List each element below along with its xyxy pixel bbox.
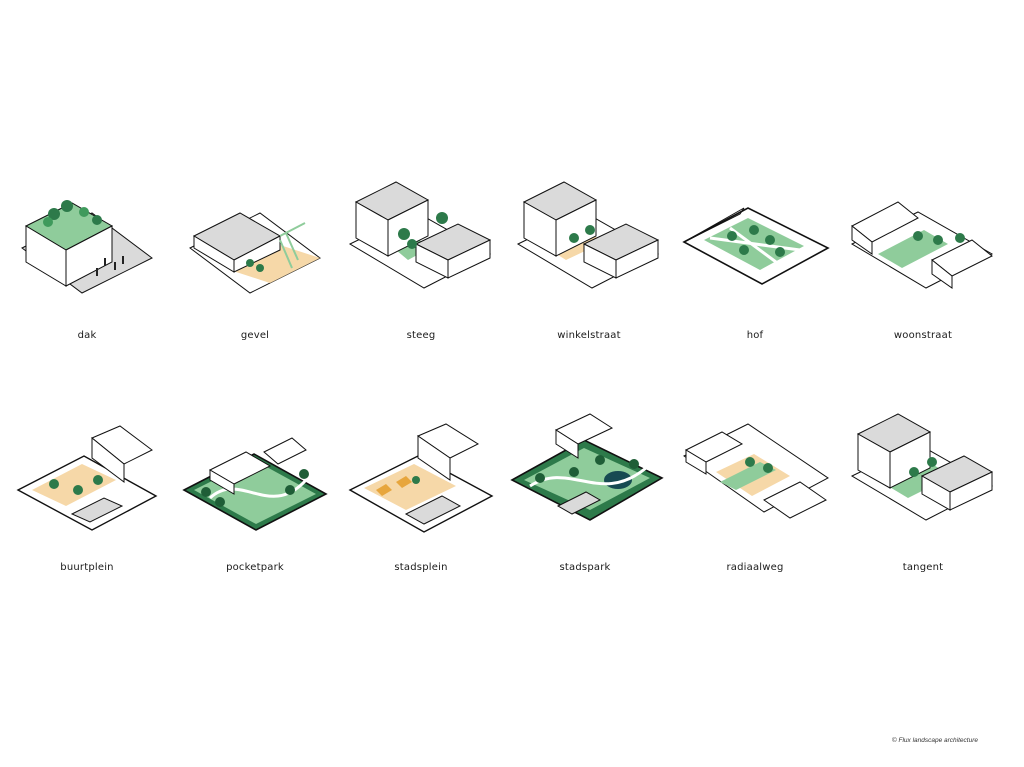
steeg-diagram — [348, 181, 492, 289]
stadsplein-diagram — [348, 423, 494, 533]
typology-pocketpark: pocketpark — [180, 410, 330, 600]
typology-label: hof — [746, 330, 764, 341]
winkelstraat-diagram — [516, 181, 660, 289]
typology-dak: dak — [12, 178, 162, 368]
typology-buurtplein: buurtplein — [12, 410, 162, 600]
typology-label: steeg — [406, 330, 436, 341]
tangent-diagram — [850, 413, 994, 521]
typology-label: woonstraat — [893, 330, 953, 341]
typology-woonstraat: woonstraat — [848, 178, 998, 368]
typology-tangent: tangent — [848, 410, 998, 600]
buurtplein-diagram — [16, 425, 158, 531]
typology-stadsplein: stadsplein — [346, 410, 496, 600]
typology-label: tangent — [902, 562, 944, 573]
typology-winkelstraat: winkelstraat — [514, 178, 664, 368]
hof-diagram — [682, 207, 830, 285]
woonstraat-diagram — [850, 201, 994, 289]
pocketpark-diagram — [182, 437, 328, 531]
typology-stadspark: stadspark — [510, 410, 664, 600]
typology-label: stadspark — [559, 562, 611, 573]
dak-diagram — [21, 200, 153, 294]
typology-gevel: gevel — [180, 178, 330, 368]
typology-label: buurtplein — [60, 562, 114, 573]
stadspark-diagram — [510, 413, 664, 521]
credit-text: © Flux landscape architecture — [891, 737, 978, 744]
radiaalweg-diagram — [683, 423, 829, 519]
typology-steeg: steeg — [346, 178, 496, 368]
typology-radiaalweg: radiaalweg — [680, 410, 830, 600]
gevel-diagram — [189, 212, 321, 294]
typology-label: dak — [77, 330, 97, 341]
typology-hof: hof — [680, 178, 830, 368]
typology-label: radiaalweg — [726, 562, 784, 573]
typology-label: pocketpark — [226, 562, 284, 573]
typology-label: gevel — [240, 330, 270, 341]
typology-label: stadsplein — [394, 562, 448, 573]
typology-label: winkelstraat — [557, 330, 621, 341]
